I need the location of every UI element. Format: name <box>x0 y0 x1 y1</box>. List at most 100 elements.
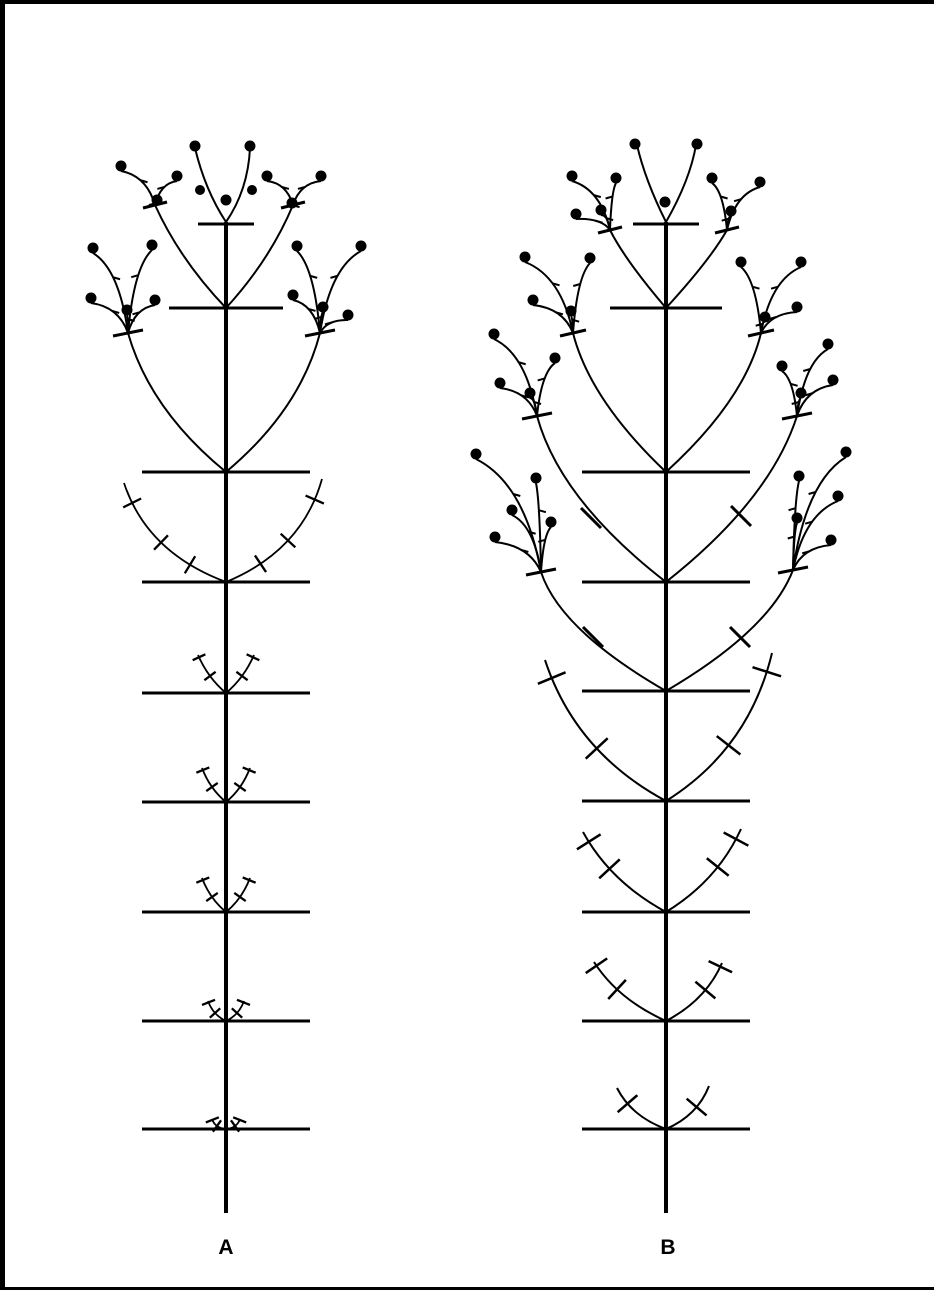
bract-mark <box>583 627 603 647</box>
flower-bud <box>88 243 99 254</box>
flower-bud <box>147 240 158 251</box>
flower-bud <box>490 532 501 543</box>
flower-bud <box>736 257 747 268</box>
bract-mark <box>255 555 266 572</box>
pedicel-line <box>782 371 797 416</box>
flower-bud <box>707 173 718 184</box>
bract-mark <box>577 834 601 849</box>
panel-a-label: A <box>206 1236 246 1260</box>
flower-bud <box>288 290 299 301</box>
flower-bud <box>495 378 506 389</box>
flower-bud <box>190 141 201 152</box>
flower-bud <box>611 173 622 184</box>
flower-bud <box>794 471 805 482</box>
flower-bud <box>630 139 641 150</box>
flower-bud <box>726 206 737 217</box>
bract-mark <box>717 736 741 754</box>
panel-a-plant <box>86 141 367 1214</box>
branch-line <box>226 479 322 582</box>
flower-bud <box>692 139 703 150</box>
flower-bud <box>247 185 257 195</box>
pedicel-line <box>537 363 555 416</box>
bract-mark <box>234 893 245 901</box>
branch-line <box>666 333 761 472</box>
flower-bud <box>116 161 127 172</box>
flower-bud <box>596 205 607 216</box>
flower-bud <box>585 253 596 264</box>
flower-bud <box>546 517 557 528</box>
bract-mark <box>306 496 324 504</box>
flower-bud <box>507 505 518 516</box>
flower-bud <box>550 353 561 364</box>
small-bract-mark <box>596 221 603 223</box>
flower-bud <box>531 473 542 484</box>
flower-bud <box>150 295 161 306</box>
flower-bud <box>520 252 531 263</box>
branch-line <box>541 572 666 691</box>
branch-line <box>128 333 226 472</box>
flower-bud <box>796 388 807 399</box>
flower-bud <box>823 339 834 350</box>
bract-mark <box>586 958 607 973</box>
panel-b-plant <box>471 139 852 1214</box>
branch-line <box>573 333 666 472</box>
pedicel-line <box>610 183 616 230</box>
flower-bud <box>195 185 205 195</box>
branch-line <box>617 1088 666 1129</box>
flower-bud <box>343 310 354 321</box>
flower-bud <box>262 171 273 182</box>
bract-mark <box>206 783 217 791</box>
pedicel-line <box>576 219 610 230</box>
flower-bud <box>566 306 577 317</box>
flower-bud <box>221 195 232 206</box>
flower-bud <box>525 388 536 399</box>
branch-line <box>537 416 666 582</box>
branch-line <box>226 148 250 222</box>
flower-bud <box>826 535 837 546</box>
bract-mark <box>234 783 245 791</box>
small-bract-mark <box>325 322 332 324</box>
bract-mark <box>204 672 215 680</box>
branch-line <box>195 148 226 222</box>
flower-bud <box>245 141 256 152</box>
bract-mark <box>123 499 141 508</box>
branch-line <box>226 205 293 308</box>
flower-bud <box>660 197 671 208</box>
bract-mark <box>707 858 729 875</box>
bract-mark <box>185 556 195 573</box>
flower-bud <box>528 295 539 306</box>
flower-bud <box>122 305 133 316</box>
flower-bud <box>792 513 803 524</box>
flower-bud <box>796 257 807 268</box>
flower-bud <box>841 447 852 458</box>
flower-bud <box>755 177 766 188</box>
pedicel-line <box>712 183 727 230</box>
panel-b-label: B <box>648 1236 688 1260</box>
flower-bud <box>86 293 97 304</box>
flower-bud <box>828 375 839 386</box>
branch-line <box>666 829 741 912</box>
bract-mark <box>695 982 715 999</box>
branch-line <box>666 1086 709 1129</box>
branch-line <box>666 145 696 222</box>
branch-line <box>666 230 727 308</box>
flower-bud <box>571 209 582 220</box>
branch-line <box>666 416 797 582</box>
branch-line <box>666 653 772 801</box>
flower-bud <box>777 361 788 372</box>
flower-bud <box>489 329 500 340</box>
pedicel-line <box>541 527 551 572</box>
flower-bud <box>318 302 329 313</box>
pedicel-line <box>572 181 610 230</box>
flower-bud <box>316 171 327 182</box>
pedicel-line <box>573 263 590 333</box>
branch-line <box>226 333 320 472</box>
branch-line <box>583 832 666 912</box>
pedicel-line <box>121 171 155 205</box>
flower-bud <box>792 302 803 313</box>
bract-mark <box>206 893 217 901</box>
bract-mark <box>731 506 751 526</box>
branch-line <box>594 962 666 1021</box>
branch-line <box>155 205 226 308</box>
